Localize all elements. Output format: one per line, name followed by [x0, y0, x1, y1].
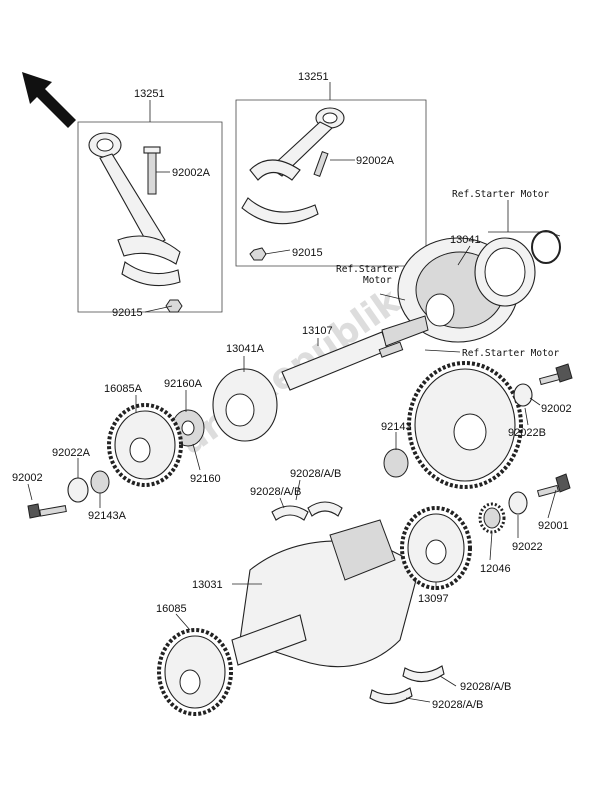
- washer-92022: [508, 491, 528, 515]
- label-92028-upper-2: 92028/A/B: [250, 486, 301, 498]
- label-13097: 13097: [418, 593, 449, 605]
- part-labels: 13251 92002A 92015 13251 92002A 92015 Re…: [12, 71, 572, 711]
- label-92002-left: 92002: [12, 472, 43, 484]
- gear-16085: [157, 628, 233, 716]
- label-92028-lower-1: 92028/A/B: [460, 681, 511, 693]
- con-rod-nut-left: [165, 299, 183, 313]
- bolt-92001: [536, 473, 571, 498]
- label-92002-right: 92002: [541, 403, 572, 415]
- label-rod-left: 13251: [134, 88, 165, 100]
- con-rod-left-box: [77, 121, 223, 313]
- one-way-clutch-13041a: [212, 368, 278, 442]
- label-16085: 16085: [156, 603, 187, 615]
- leader-lines: [27, 82, 561, 703]
- label-bolt-left: 92002A: [172, 167, 211, 179]
- label-nut-left: 92015: [112, 307, 143, 319]
- label-13041: 13041: [450, 234, 481, 246]
- gear-12046: [478, 502, 506, 534]
- bolt-92002-left: [27, 503, 67, 519]
- con-rod-left: [88, 132, 181, 287]
- label-92028-lower-2: 92028/A/B: [432, 699, 483, 711]
- label-ref-starter-mid-2: Motor: [363, 275, 392, 286]
- bush-92143a: [90, 470, 110, 494]
- label-ref-starter-top: Ref.Starter Motor: [452, 189, 550, 200]
- label-13031: 13031: [192, 579, 223, 591]
- bearing-shells-lower: [369, 665, 445, 705]
- front-arrow-icon: [22, 72, 76, 128]
- label-bolt-right: 92002A: [356, 155, 395, 167]
- crankshaft-13031: [231, 519, 421, 668]
- gear-16085a: [107, 403, 183, 487]
- label-92143: 92143: [381, 421, 412, 433]
- label-rod-right: 13251: [298, 71, 329, 83]
- label-92143a: 92143A: [88, 510, 127, 522]
- label-92160: 92160: [190, 473, 221, 485]
- con-rod-bolt-right: [313, 151, 329, 177]
- label-ref-starter-mid-1: Ref.Starter: [336, 264, 399, 275]
- label-13107: 13107: [302, 325, 333, 337]
- label-nut-right: 92015: [292, 247, 323, 259]
- label-16085a: 16085A: [104, 383, 143, 395]
- washer-92022a: [67, 477, 89, 503]
- bearing-shells-upper: [271, 501, 343, 521]
- label-92022: 92022: [512, 541, 543, 553]
- label-92160a: 92160A: [164, 378, 203, 390]
- starter-idler-gear: [407, 361, 523, 489]
- label-92022b: 92022B: [508, 427, 546, 439]
- washer-92022b: [513, 383, 533, 407]
- label-92022a: 92022A: [52, 447, 91, 459]
- label-ref-starter-low: Ref.Starter Motor: [462, 348, 560, 359]
- bush-92143: [383, 448, 409, 478]
- label-12046: 12046: [480, 563, 511, 575]
- starter-clutch-13041: [397, 237, 536, 343]
- label-92028-upper-1: 92028/A/B: [290, 468, 341, 480]
- con-rod-nut-right: [249, 247, 267, 261]
- starter-ring-seal: [531, 230, 561, 264]
- gear-13097: [400, 506, 472, 590]
- con-rod-bolt-left: [143, 146, 161, 195]
- con-rod-right-box: [235, 99, 427, 267]
- bolt-92002-right: [538, 363, 573, 386]
- label-13041a: 13041A: [226, 343, 265, 355]
- small-gear-92143-pin: [378, 341, 404, 358]
- con-rod-right: [241, 107, 345, 225]
- label-92001: 92001: [538, 520, 569, 532]
